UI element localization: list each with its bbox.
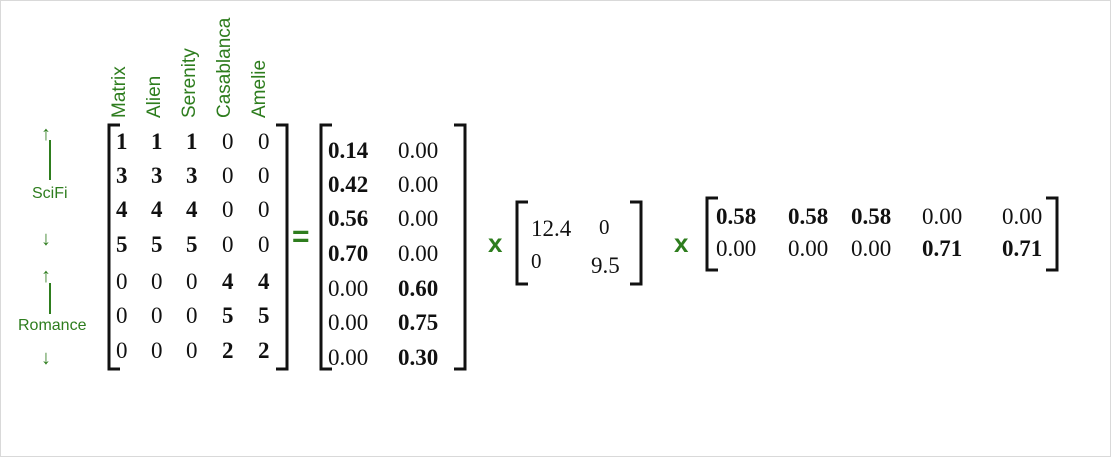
group-label-romance: Romance (18, 317, 87, 334)
ratings-cell: 0 (151, 303, 163, 328)
u-matrix-cell: 0.00 (328, 276, 369, 301)
column-label-casablanca: Casablanca (214, 17, 235, 118)
ratings-cell: 4 (186, 197, 198, 222)
ratings-cell: 0 (186, 303, 198, 328)
v-matrix-cell: 0.58 (851, 204, 892, 229)
ratings-cell: 5 (116, 232, 128, 257)
u-matrix-cell: 0.56 (328, 206, 369, 231)
scifi-up-arrow-icon: ↑ (41, 123, 51, 145)
v-matrix-cell: 0.00 (1002, 204, 1043, 229)
u-matrix-cell: 0.00 (398, 206, 439, 231)
u-matrix-cell: 0.00 (398, 241, 439, 266)
u-matrix-cell: 0.75 (398, 310, 439, 335)
ratings-cell: 1 (151, 129, 163, 154)
ratings-cell: 5 (186, 232, 198, 257)
ratings-cell: 0 (151, 269, 163, 294)
u-matrix-cell: 0.00 (398, 138, 439, 163)
ratings-cell: 0 (151, 338, 163, 363)
ratings-cell: 5 (151, 232, 163, 257)
ratings-cell: 4 (258, 269, 270, 294)
ratings-cell: 1 (186, 129, 198, 154)
ratings-cell: 0 (116, 338, 128, 363)
u-matrix-cell: 0.14 (328, 138, 369, 163)
column-label-amelie: Amelie (249, 59, 270, 118)
ratings-right-bracket (276, 123, 289, 371)
ratings-cell: 0 (222, 129, 234, 154)
column-label-matrix: Matrix (109, 66, 130, 118)
ratings-cell: 5 (258, 303, 270, 328)
ratings-cell: 0 (258, 163, 270, 188)
column-label-alien: Alien (144, 75, 165, 118)
sigma-cell: 0 (599, 215, 610, 239)
v-matrix-cell: 0.00 (922, 204, 963, 229)
v-right-bracket (1046, 196, 1059, 272)
scifi-line (49, 140, 51, 180)
v-matrix-cell: 0.58 (788, 204, 829, 229)
ratings-cell: 0 (258, 129, 270, 154)
u-right-bracket (454, 123, 467, 371)
sigma-right-bracket (630, 200, 643, 286)
v-matrix-cell: 0.00 (788, 236, 829, 261)
column-label-serenity: Serenity (179, 48, 200, 118)
u-matrix-cell: 0.00 (398, 172, 439, 197)
ratings-cell: 0 (116, 303, 128, 328)
ratings-cell: 0 (186, 338, 198, 363)
u-left-bracket (319, 123, 332, 371)
scifi-down-arrow-icon: ↓ (41, 228, 51, 250)
u-matrix-cell: 0.42 (328, 172, 369, 197)
ratings-cell: 3 (151, 163, 163, 188)
ratings-cell: 3 (116, 163, 128, 188)
v-matrix-cell: 0.71 (1002, 236, 1043, 261)
v-matrix-cell: 0.00 (851, 236, 892, 261)
sigma-cell: 12.4 (531, 216, 572, 241)
ratings-cell: 4 (151, 197, 163, 222)
ratings-cell: 5 (222, 303, 234, 328)
ratings-left-bracket (107, 123, 120, 371)
u-matrix-cell: 0.70 (328, 241, 369, 266)
ratings-cell: 0 (222, 232, 234, 257)
u-matrix-cell: 0.30 (398, 345, 439, 370)
group-label-scifi: SciFi (32, 185, 68, 202)
v-left-bracket (705, 196, 718, 272)
romance-down-arrow-icon: ↓ (41, 347, 51, 369)
romance-up-arrow-icon: ↑ (41, 265, 51, 287)
romance-line (49, 283, 51, 314)
ratings-cell: 2 (258, 338, 270, 363)
ratings-cell: 0 (222, 163, 234, 188)
sigma-cell: 9.5 (591, 253, 620, 278)
ratings-cell: 0 (186, 269, 198, 294)
ratings-cell: 0 (258, 232, 270, 257)
u-matrix-cell: 0.60 (398, 276, 439, 301)
sigma-left-bracket (515, 200, 528, 286)
equals-operator: = (292, 220, 310, 253)
ratings-cell: 0 (258, 197, 270, 222)
times-operator-2: x (674, 228, 689, 258)
sigma-cell: 0 (531, 249, 542, 273)
u-matrix-cell: 0.00 (328, 345, 369, 370)
ratings-cell: 0 (222, 197, 234, 222)
ratings-cell: 0 (116, 269, 128, 294)
v-matrix-cell: 0.00 (716, 236, 757, 261)
v-matrix-cell: 0.71 (922, 236, 963, 261)
ratings-cell: 3 (186, 163, 198, 188)
ratings-cell: 2 (222, 338, 234, 363)
v-matrix-cell: 0.58 (716, 204, 757, 229)
ratings-cell: 4 (116, 197, 128, 222)
u-matrix-cell: 0.00 (328, 310, 369, 335)
times-operator-1: x (488, 228, 503, 258)
ratings-cell: 1 (116, 129, 128, 154)
ratings-cell: 4 (222, 269, 234, 294)
